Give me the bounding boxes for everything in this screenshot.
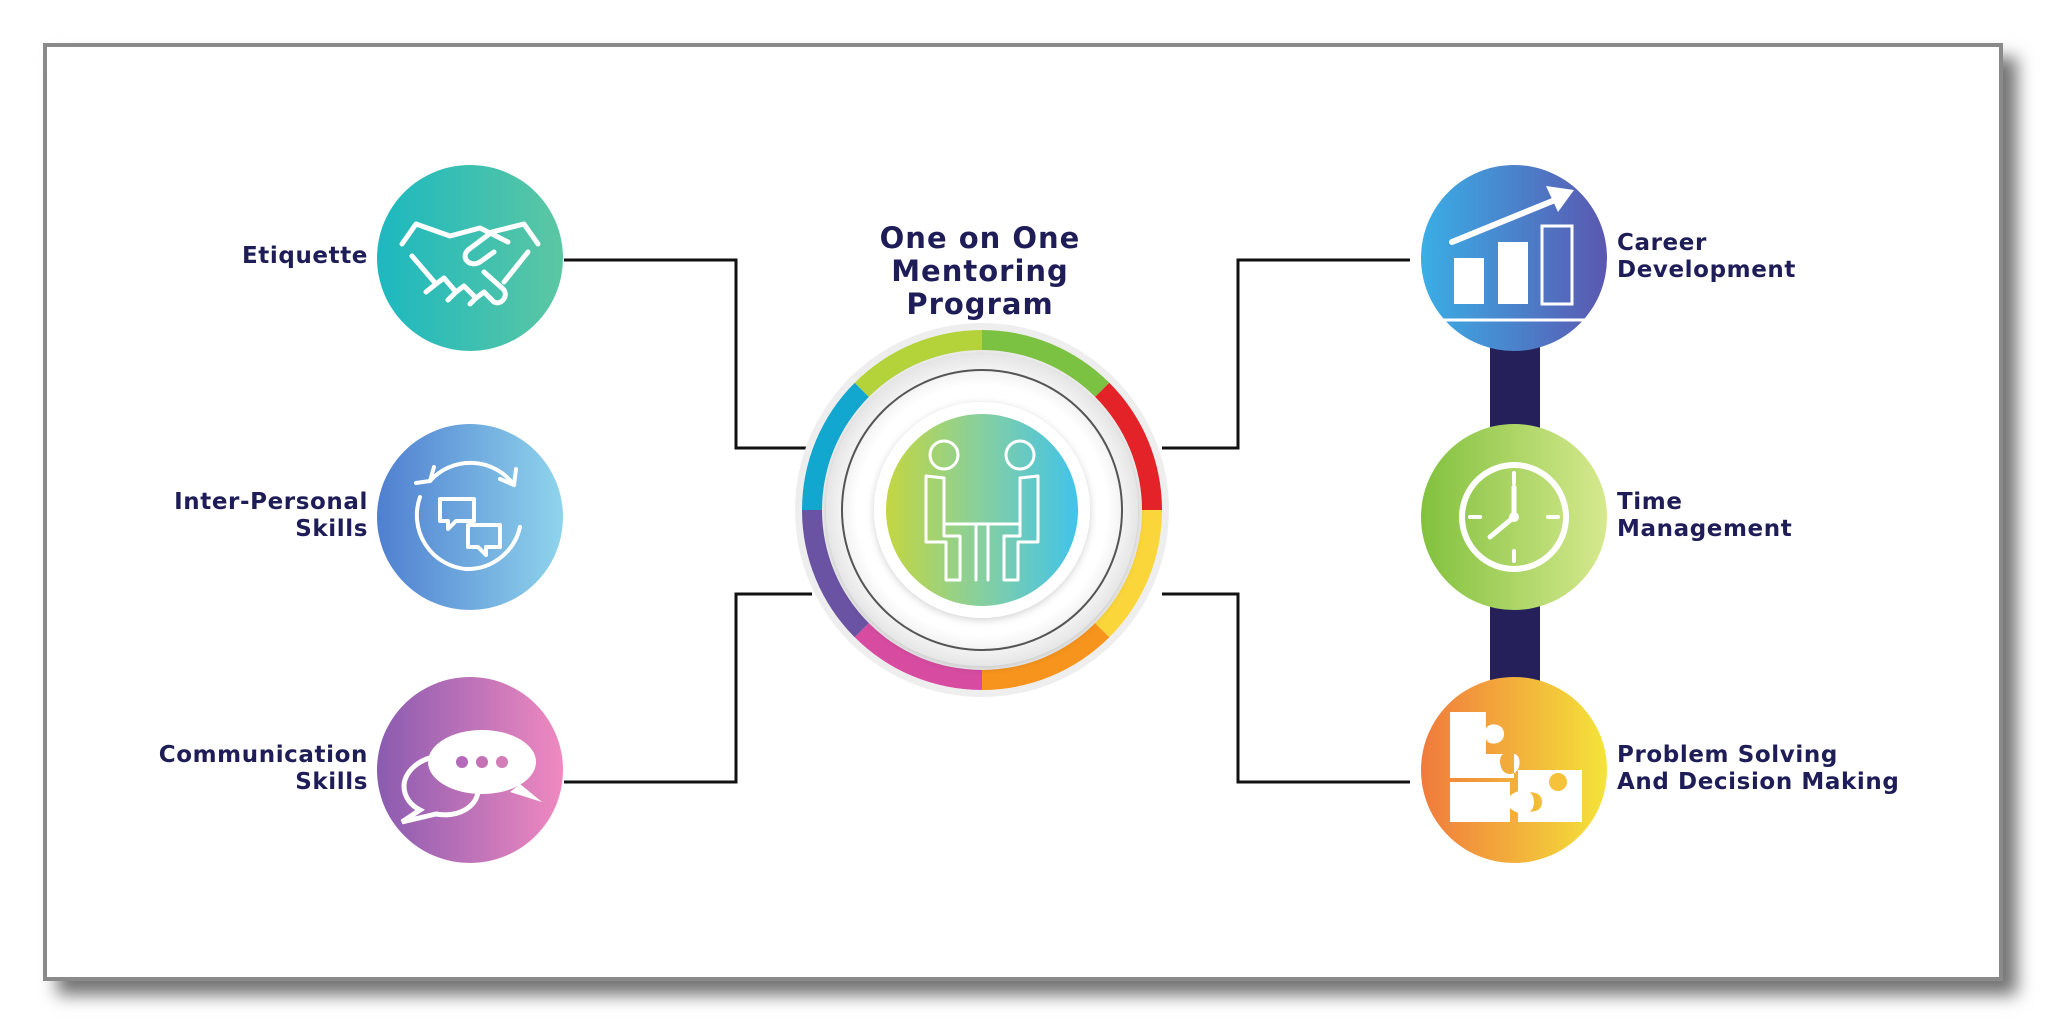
hub-ring-segment <box>982 330 1110 397</box>
label-communication-line-2: Skills <box>295 769 368 795</box>
label-career: Career Development <box>1617 230 1796 284</box>
connector-lines <box>564 258 1410 784</box>
diagram-title: One on One Mentoring Program <box>840 222 1120 321</box>
hub-ring-segment <box>802 510 869 638</box>
label-communication-line-1: Communication <box>158 742 368 768</box>
label-etiquette: Etiquette <box>242 243 368 270</box>
chat-cycle-icon <box>414 460 522 572</box>
label-time-line-2: Management <box>1617 516 1793 542</box>
label-problem-solving-line-1: Problem Solving <box>1617 742 1838 768</box>
connector-career <box>1162 258 1410 450</box>
hub-ring-segment <box>854 330 982 397</box>
hub <box>795 323 1169 697</box>
title-line-3: Program <box>906 287 1054 321</box>
speech-bubbles-icon <box>400 730 542 825</box>
label-etiquette-line-1: Etiquette <box>241 243 368 269</box>
hub-ring-segment <box>982 623 1110 690</box>
connector-communication <box>564 592 812 784</box>
growth-chart-icon <box>1442 186 1606 322</box>
hub-ring <box>802 330 1162 690</box>
hub-ring-segment <box>1095 510 1162 638</box>
hub-inner-ring <box>841 369 1123 651</box>
node-communication <box>377 677 563 863</box>
hub-ring-segment <box>1095 382 1162 510</box>
label-problem-solving: Problem Solving And Decision Making <box>1617 742 1899 796</box>
handshake-icon <box>399 221 541 307</box>
label-communication: Communication Skills <box>159 742 368 796</box>
label-inter-personal-line-1: Inter-Personal <box>174 489 368 515</box>
connector-problem-solving <box>1162 592 1410 784</box>
node-inter-personal <box>377 424 563 610</box>
hub-ring-segment <box>802 382 869 510</box>
node-problem-solving <box>1421 677 1607 863</box>
node-etiquette <box>377 165 563 351</box>
hub-center <box>886 414 1078 606</box>
node-career <box>1421 165 1607 351</box>
label-inter-personal: Inter-Personal Skills <box>174 489 368 543</box>
label-inter-personal-line-2: Skills <box>295 516 368 542</box>
node-time <box>1421 424 1607 610</box>
label-problem-solving-line-2: And Decision Making <box>1617 769 1900 795</box>
label-time: Time Management <box>1617 489 1792 543</box>
title-line-2: Mentoring <box>891 254 1069 288</box>
hub-ring-segment <box>854 623 982 690</box>
mentoring-people-icon <box>924 439 1040 582</box>
label-time-line-1: Time <box>1617 489 1683 515</box>
label-career-line-1: Career <box>1617 230 1707 256</box>
connector-etiquette <box>564 258 812 450</box>
title-line-1: One on One <box>879 221 1081 255</box>
clock-icon <box>1459 462 1569 572</box>
puzzle-icon <box>1450 712 1582 822</box>
label-career-line-2: Development <box>1617 257 1796 283</box>
